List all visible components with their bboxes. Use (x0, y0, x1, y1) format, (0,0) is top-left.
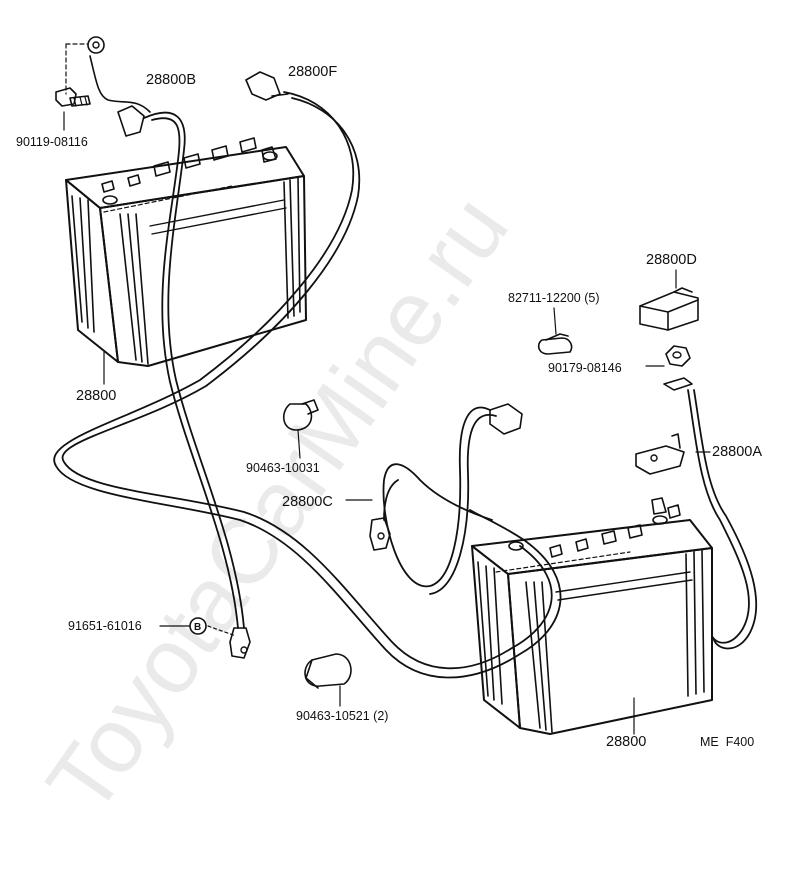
label-28800c: 28800C (282, 494, 333, 510)
label-91651-61016: 91651-61016 (68, 619, 142, 633)
clamp-90463-10521 (304, 653, 352, 707)
label-28800d: 28800D (646, 252, 697, 268)
nut-90179-08146 (665, 345, 691, 367)
terminal-cover-28800d (639, 287, 699, 331)
cable-28800b (87, 36, 251, 659)
leader-lines (63, 111, 711, 735)
cable-28800a (635, 377, 757, 650)
label-90463-10031: 90463-10031 (246, 461, 320, 475)
label-28800a: 28800A (712, 444, 762, 460)
label-90119-08116: 90119-08116 (16, 135, 88, 149)
cable-28800f (53, 71, 562, 679)
clip-82711-12200 (537, 307, 573, 355)
battery-bottom (471, 497, 713, 735)
label-90463-10521: 90463-10521 (2) (296, 709, 388, 723)
battery-top (65, 137, 307, 367)
bolt-90119-08116 (55, 43, 91, 107)
label-28800f: 28800F (288, 64, 337, 80)
label-82711-12200: 82711-12200 (5) (508, 291, 600, 305)
clamp-90463-10031 (283, 399, 319, 459)
diagram-code: ME F400 (700, 735, 754, 749)
label-28800-top: 28800 (76, 388, 116, 404)
label-90179-08146: 90179-08146 (548, 361, 622, 375)
watermark-text: ToyotaCarMine.ru (28, 178, 528, 831)
label-28800b: 28800B (146, 72, 196, 88)
b-mark-letter: B (194, 622, 201, 633)
cable-28800c (369, 403, 523, 595)
label-28800-bottom: 28800 (606, 734, 646, 750)
